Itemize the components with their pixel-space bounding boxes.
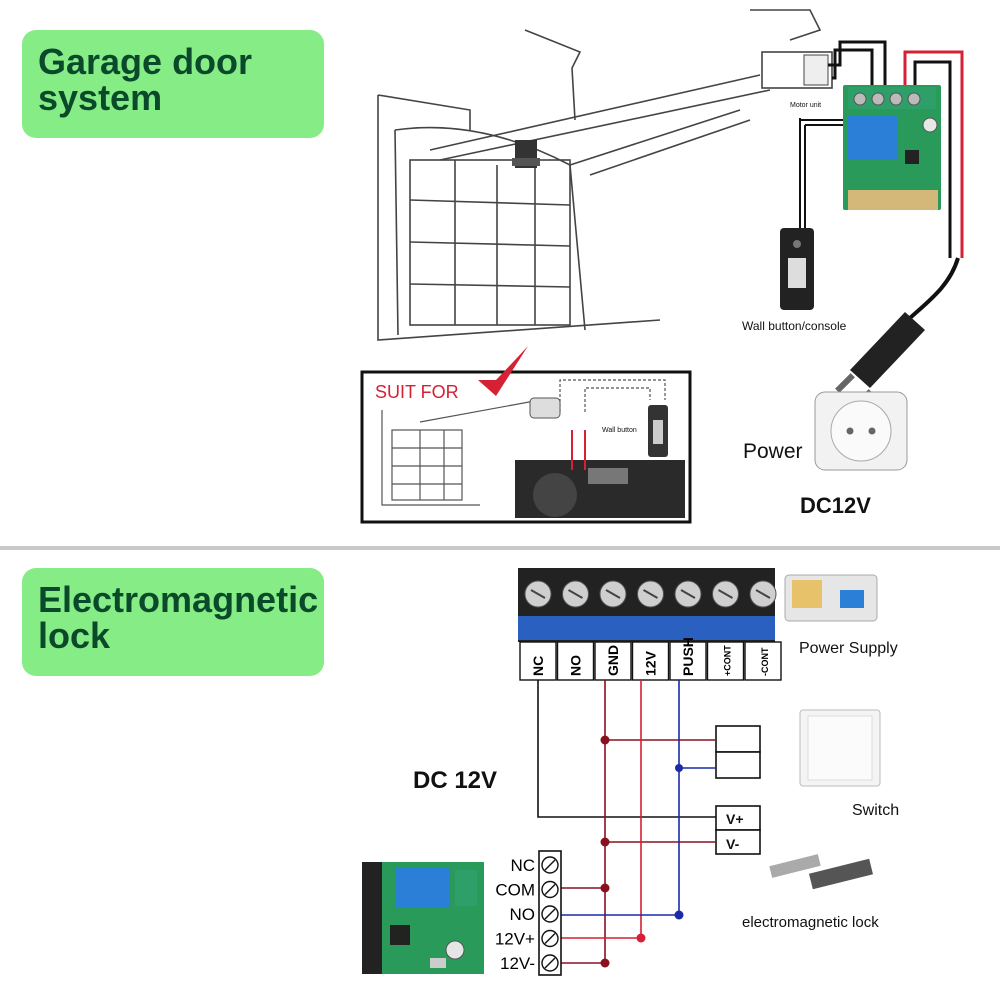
screw-slot	[755, 589, 771, 599]
vplus-label: V+	[726, 811, 744, 827]
pin-screw-slot	[544, 908, 556, 920]
dc-12v-label: DC 12V	[413, 767, 497, 794]
garage-door-illustration	[377, 9, 822, 341]
wire-junctions	[600, 735, 684, 968]
wall-socket	[814, 391, 908, 471]
relay-board-top	[843, 85, 941, 210]
section-divider	[0, 546, 1000, 550]
terminal-label-cont: -CONT	[760, 647, 770, 676]
relay-pin-label-12v: 12V-	[500, 954, 535, 973]
garage-title-line1: Garage door	[38, 41, 253, 82]
em-lock-device: electromagnetic lock	[742, 854, 879, 931]
terminal-label-no: NO	[568, 655, 584, 676]
terminal-label-box	[594, 641, 632, 681]
terminal-labels: NC NO GND 12V PUSH +CONT -CONT	[519, 637, 782, 681]
relay-pin-block: NC COM NO 12V+ 12V-	[495, 850, 562, 976]
power-label: Power	[743, 440, 803, 463]
garage-title-line2: system	[38, 77, 163, 118]
pin-screw-slot	[544, 933, 556, 944]
terminal-label-cont: +CONT	[723, 645, 733, 676]
lock-wires	[537, 680, 716, 964]
relay-pin-label-12v: 12V+	[495, 930, 535, 949]
switch-terminal-boxes	[715, 725, 761, 779]
suit-for-inset: SUIT FOR Wall button	[360, 346, 692, 524]
wall-button-console-label: Wall button/console	[742, 319, 847, 333]
vminus-label: V-	[726, 836, 740, 852]
wall-button-label: Wall button	[602, 427, 637, 434]
screw-slot	[680, 589, 696, 599]
switch-label: Switch	[852, 802, 899, 819]
em-lock-title-pill: Electromagnetic lock	[22, 568, 324, 676]
screw-slot	[643, 589, 658, 599]
power-supply-module: Power Supply	[784, 574, 898, 657]
terminal-label-12v: 12V	[643, 650, 659, 676]
relay-pin-label-nc: NC	[510, 856, 535, 875]
em-lock-label: electromagnetic lock	[742, 914, 879, 931]
checkmark-icon	[478, 346, 528, 396]
garage-door-title-pill: Garage door system	[22, 30, 324, 138]
terminal-label-box	[556, 641, 595, 681]
pin-screw-slot	[544, 859, 556, 871]
terminal-label-box	[744, 641, 782, 681]
wall-button-console: Wall button/console	[742, 228, 847, 333]
terminal-label-nc: NC	[530, 656, 546, 676]
suit-for-label: SUIT FOR	[375, 382, 459, 402]
pin-screw-slot	[544, 957, 556, 969]
wall-switch: Switch	[799, 709, 899, 819]
motor-unit: Motor unit	[761, 51, 833, 109]
terminal-label-box	[631, 641, 670, 681]
pin-screw-slot	[544, 884, 556, 895]
terminal-label-push: PUSH	[680, 637, 696, 676]
terminal-block	[518, 568, 777, 642]
terminal-label-box	[669, 641, 707, 681]
power-supply-terminals: V+ V-	[715, 805, 761, 855]
lock-title-line1: Electromagnetic	[38, 579, 319, 620]
lock-title-line2: lock	[38, 615, 111, 656]
relay-pin-label-no: NO	[510, 905, 536, 924]
screw-slot	[530, 589, 546, 599]
terminal-label-box	[706, 641, 745, 681]
relay-board-bottom	[362, 862, 484, 974]
screw-slot	[605, 589, 621, 599]
screw-slot	[718, 589, 733, 599]
dc12v-label: DC12V	[800, 493, 871, 518]
power-supply-label: Power Supply	[799, 640, 898, 657]
screw-slot	[568, 589, 583, 599]
relay-pin-label-com: COM	[495, 881, 535, 900]
terminal-label-gnd: GND	[605, 645, 621, 676]
door-bracket	[512, 140, 540, 168]
motor-unit-label: Motor unit	[790, 102, 821, 109]
